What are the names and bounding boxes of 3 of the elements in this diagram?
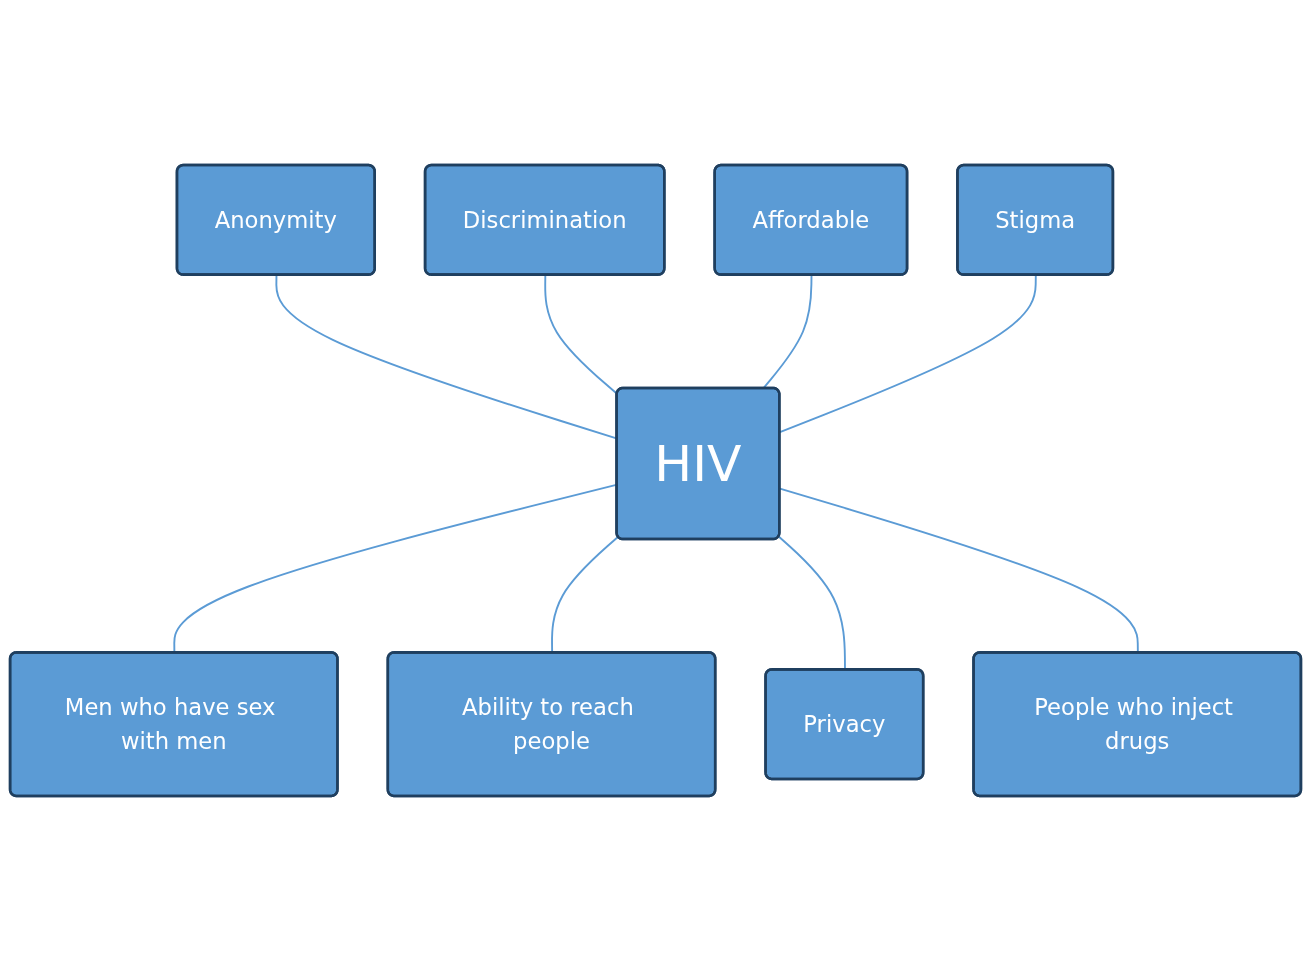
connector [779, 274, 1037, 434]
connector [544, 274, 619, 395]
connector [275, 274, 619, 440]
